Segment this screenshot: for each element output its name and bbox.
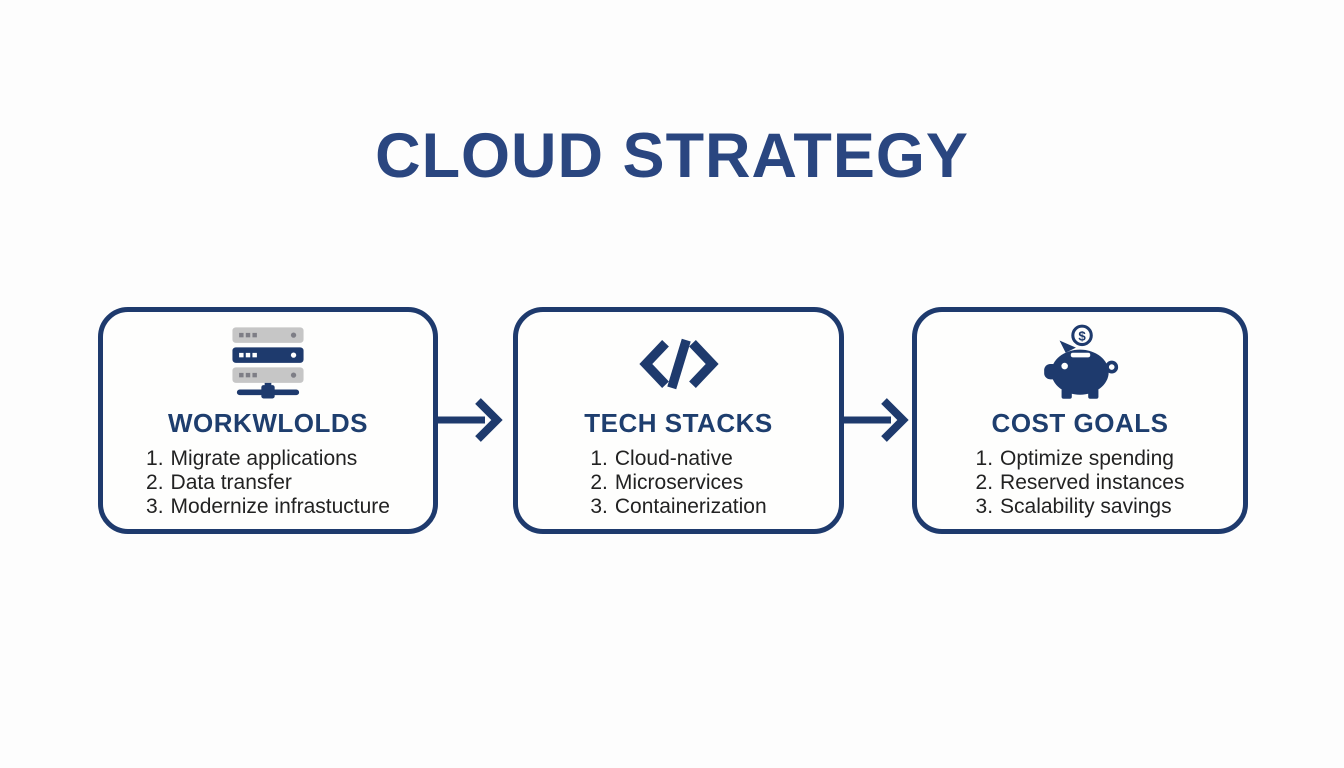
workloads-list: 1. Migrate applications 2. Data transfer 3… — [146, 447, 390, 519]
list-number: 2. — [146, 471, 164, 494]
list-number: 2. — [975, 471, 994, 494]
list-item: 1. Optimize spending — [976, 447, 1185, 471]
list-text: Cloud-native — [614, 447, 733, 470]
list-item: 1. Migrate applications — [146, 447, 390, 471]
list-item: 2. Microservices — [590, 471, 766, 495]
list-item: 3. Modernize infrastucture — [146, 495, 390, 519]
svg-text:$: $ — [1078, 328, 1086, 343]
list-text: Optimize spending — [1000, 447, 1174, 470]
step-box-cost-goals: $ COST GOALS 1. Optimize spending 2. Reser… — [912, 307, 1248, 534]
piggy-bank-icon: $ — [1037, 321, 1123, 407]
box-title-workloads: WORKWLOLDS — [168, 408, 368, 438]
step-box-workloads: WORKWLOLDS 1. Migrate applications 2. Data… — [98, 307, 438, 534]
list-text: Reserved instances — [1000, 471, 1185, 494]
box-title-tech-stacks: TECH STACKS — [584, 408, 773, 438]
list-item: 2. Reserved instances — [976, 471, 1185, 495]
tech-stacks-list: 1. Cloud-native 2. Microservices 3. Contain… — [590, 447, 766, 519]
list-text: Modernize infrastucture — [170, 495, 390, 518]
code-icon — [638, 321, 720, 407]
list-item: 3. Containerization — [590, 495, 766, 519]
server-icon — [228, 321, 308, 407]
list-item: 1. Cloud-native — [590, 447, 766, 471]
list-text: Scalability savings — [1000, 495, 1172, 518]
list-item: 2. Data transfer — [146, 471, 390, 495]
list-number: 1. — [590, 447, 608, 470]
page-title: CLOUD STRATEGY — [375, 121, 969, 191]
list-text: Microservices — [614, 471, 744, 494]
step-box-tech-stacks: TECH STACKS 1. Cloud-native 2. Microservic… — [513, 307, 844, 534]
list-number: 3. — [590, 495, 608, 518]
box-title-cost-goals: COST GOALS — [991, 408, 1169, 438]
cost-goals-list: 1. Optimize spending 2. Reserved instances… — [976, 447, 1185, 519]
list-text: Migrate applications — [170, 447, 358, 470]
list-number: 2. — [590, 471, 608, 494]
list-number: 3. — [146, 495, 164, 518]
list-text: Containerization — [614, 495, 767, 518]
list-number: 1. — [146, 447, 164, 470]
arrow-right-icon — [437, 398, 503, 442]
list-item: 3. Scalability savings — [976, 495, 1185, 519]
arrow-right-icon — [843, 398, 909, 442]
list-number: 1. — [975, 447, 994, 470]
list-number: 3. — [975, 495, 994, 518]
list-text: Data transfer — [170, 471, 292, 494]
